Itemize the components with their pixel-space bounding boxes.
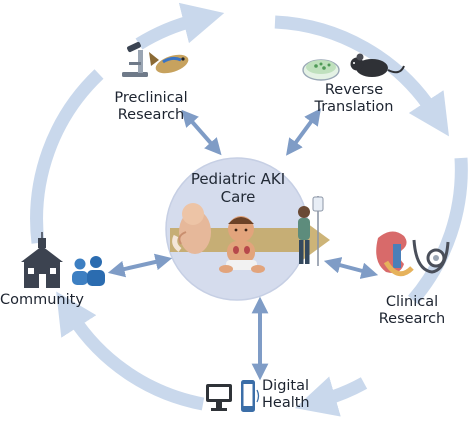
label-line: Pediatric AKI bbox=[190, 170, 286, 188]
community-label: Community bbox=[0, 292, 92, 309]
fish-icon bbox=[149, 52, 189, 74]
center-label: Pediatric AKI Care bbox=[178, 170, 298, 206]
label-line: Preclinical bbox=[114, 90, 188, 106]
petri-dish-icon bbox=[302, 59, 340, 81]
microscope-icon bbox=[122, 41, 148, 77]
clinical-research-label: Clinical Research bbox=[360, 294, 464, 328]
label-line: Clinical bbox=[385, 294, 439, 310]
infant-icon bbox=[219, 216, 265, 273]
preclinical-research-label: Preclinical Research bbox=[96, 90, 206, 124]
label-line: Health bbox=[262, 395, 310, 411]
label-line: Digital bbox=[262, 378, 310, 394]
kidney-icon bbox=[376, 231, 414, 277]
stethoscope-icon bbox=[412, 239, 450, 274]
label-line: Translation bbox=[314, 99, 394, 115]
digital-health-label: Digital Health bbox=[262, 378, 328, 412]
label-line: Research bbox=[117, 107, 185, 123]
reverse-translation-label: Reverse Translation bbox=[296, 82, 412, 116]
school-icon bbox=[21, 232, 63, 288]
people-icon bbox=[72, 256, 105, 286]
fetus-icon bbox=[172, 203, 211, 254]
label-line: Community bbox=[0, 292, 84, 308]
label-line: Care bbox=[220, 188, 256, 206]
connector-arrows bbox=[107, 108, 379, 381]
mouse-icon bbox=[350, 53, 405, 77]
label-line: Research bbox=[378, 311, 446, 327]
outer-cycle-ring bbox=[30, 2, 468, 417]
adolescent-iv-icon bbox=[298, 196, 324, 266]
monitor-icon bbox=[206, 384, 232, 411]
phone-icon bbox=[241, 380, 260, 412]
label-line: Reverse bbox=[324, 82, 384, 98]
